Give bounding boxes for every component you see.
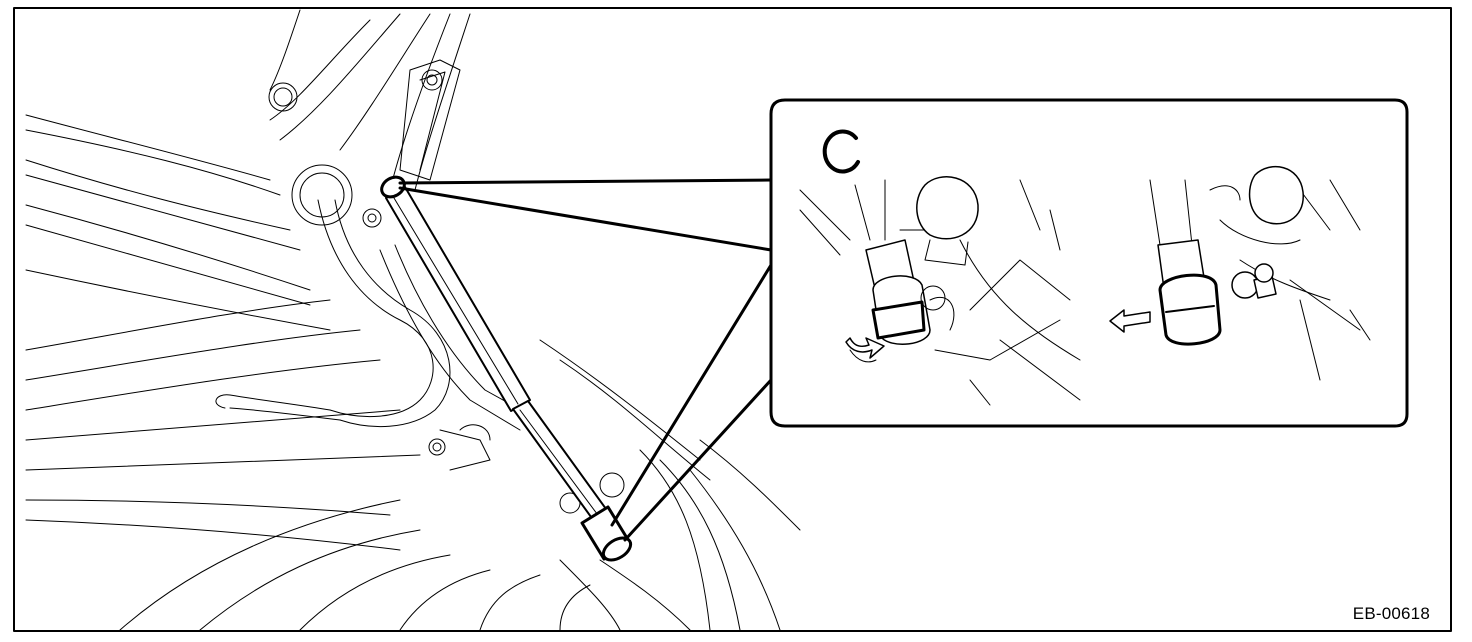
figure-code: EB-00618 <box>1352 604 1430 623</box>
outer-frame <box>13 7 1452 632</box>
strut-lower-end <box>580 505 633 562</box>
callout-leaders <box>398 178 773 542</box>
retaining-clip-lifted <box>871 300 926 340</box>
trunk-body-lines <box>25 9 801 631</box>
c-clip-icon <box>822 129 860 174</box>
curved-arrow-icon <box>845 337 885 363</box>
detail-release-clip <box>799 129 1081 406</box>
strut-upper-end <box>380 175 406 199</box>
gas-strut <box>380 175 633 562</box>
detail-callout-box <box>769 98 1409 428</box>
left-arrow-icon <box>1109 309 1151 333</box>
detail-remove-strut <box>1109 165 1371 381</box>
